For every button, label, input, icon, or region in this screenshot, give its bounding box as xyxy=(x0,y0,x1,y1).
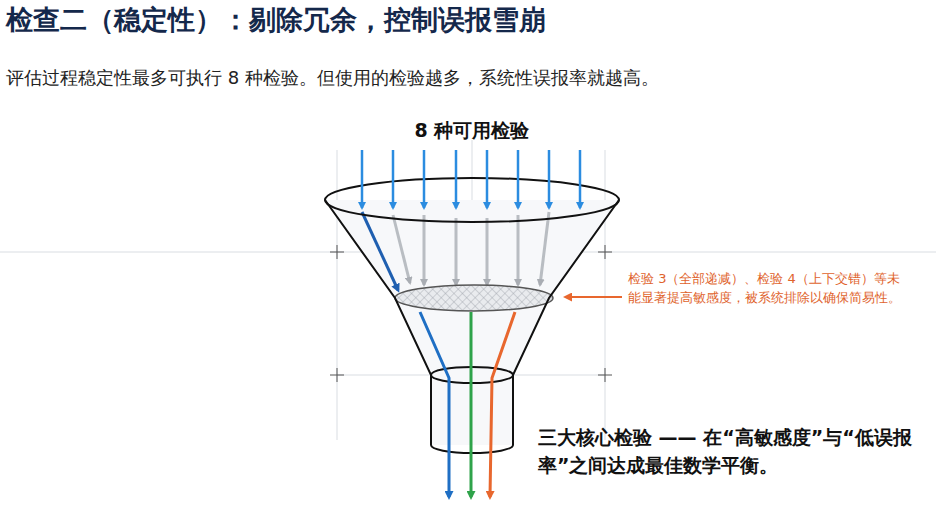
funnel-input-label: 8 种可用检验 xyxy=(372,118,572,143)
callout-note: 检验 3（全部递减）、检验 4（上下交错）等未能显著提高敏感度，被系统排除以确保… xyxy=(628,270,908,308)
conclusion-text: 三大核心检验 —— 在“高敏感度”与“低误报率”之间达成最佳数学平衡。 xyxy=(538,424,930,479)
subtitle: 评估过程稳定性最多可执行 8 种检验。但使用的检验越多，系统性误报率就越高。 xyxy=(6,66,659,89)
slide-title: 检查二（稳定性）：剔除冗余，控制误报雪崩 xyxy=(6,4,546,36)
